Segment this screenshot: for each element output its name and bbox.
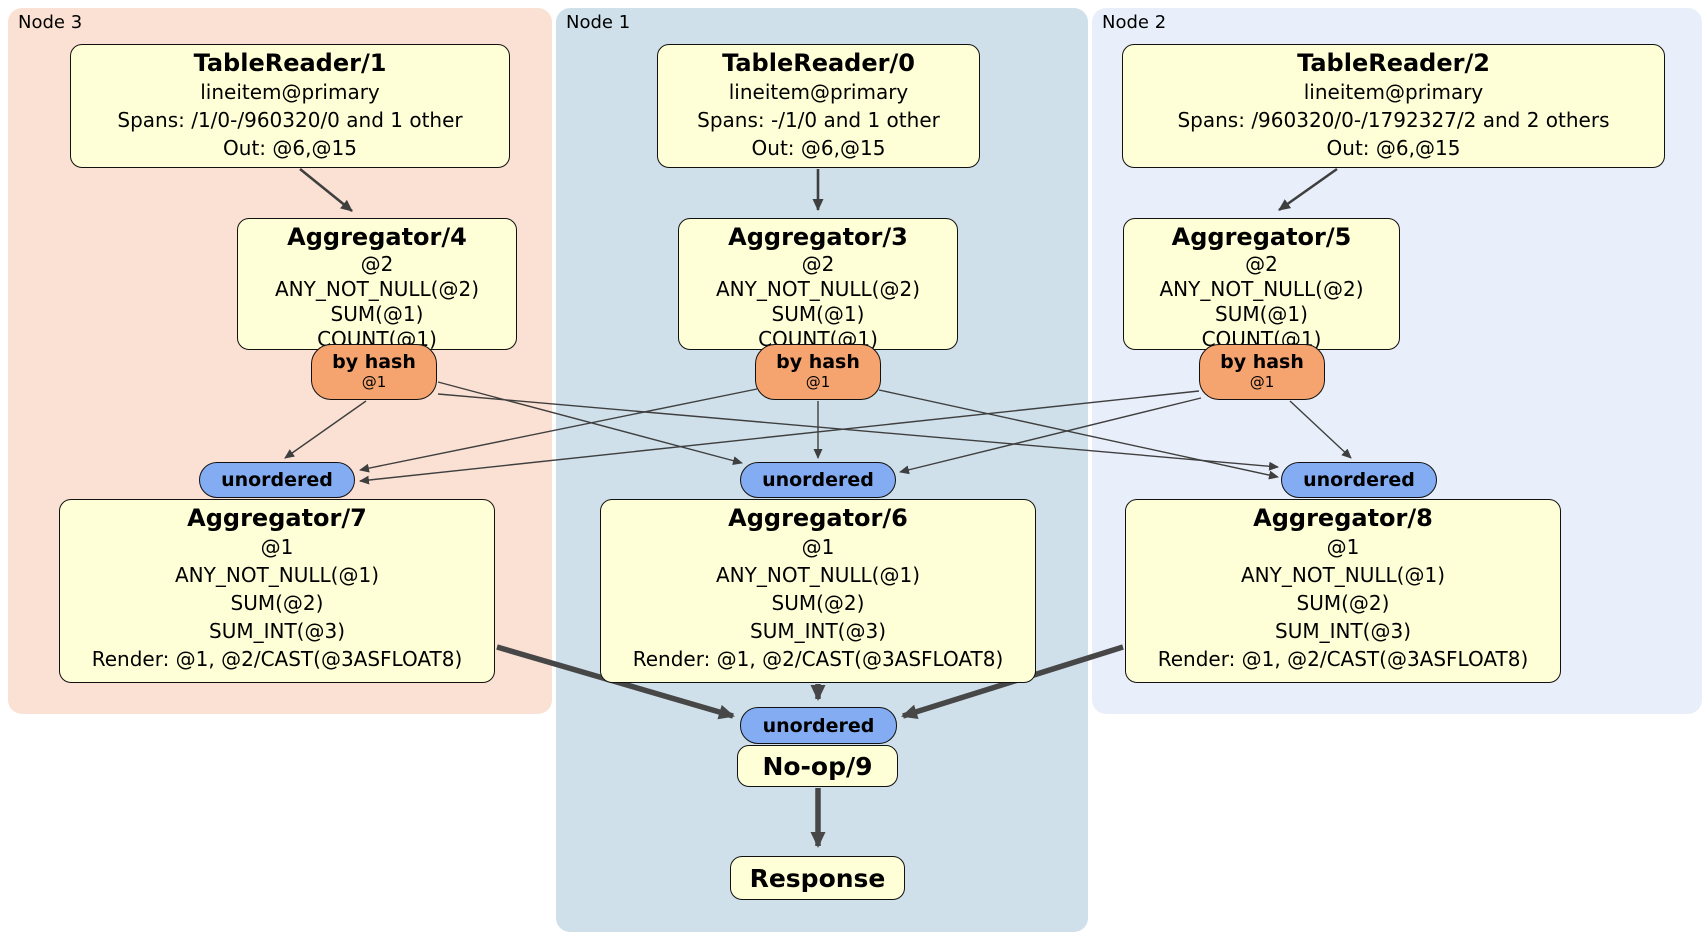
- processor-detail: ANY_NOT_NULL(@2): [1159, 277, 1364, 301]
- processor-title: Aggregator/7: [187, 504, 367, 532]
- router-by-hash-node2: by hash @1: [1199, 344, 1325, 400]
- router-label: by hash: [1220, 351, 1304, 374]
- processor-tablereader-2: TableReader/2 lineitem@primary Spans: /9…: [1122, 44, 1665, 168]
- processor-detail: Spans: /960320/0-/1792327/2 and 2 others: [1177, 108, 1610, 132]
- processor-detail: Spans: /1/0-/960320/0 and 1 other: [117, 108, 463, 132]
- router-stream: @1: [361, 373, 387, 392]
- processor-detail: Spans: -/1/0 and 1 other: [697, 108, 940, 132]
- processor-aggregator-4: Aggregator/4 @2 ANY_NOT_NULL(@2) SUM(@1)…: [237, 218, 517, 351]
- sync-unordered-node2: unordered: [1281, 462, 1437, 498]
- processor-detail: Render: @1, @2/CAST(@3ASFLOAT8): [632, 647, 1004, 671]
- processor-detail: SUM(@2): [1296, 591, 1390, 615]
- router-label: by hash: [776, 351, 860, 374]
- processor-detail: SUM_INT(@3): [1275, 619, 1411, 643]
- node3-label: Node 3: [18, 12, 83, 33]
- processor-tablereader-1: TableReader/1 lineitem@primary Spans: /1…: [70, 44, 510, 168]
- processor-noop-9: No-op/9: [737, 745, 898, 787]
- processor-detail: SUM_INT(@3): [750, 619, 886, 643]
- processor-aggregator-3: Aggregator/3 @2 ANY_NOT_NULL(@2) SUM(@1)…: [678, 218, 958, 351]
- processor-detail: SUM(@1): [330, 302, 424, 326]
- processor-detail: @1: [260, 535, 294, 559]
- processor-detail: @2: [1245, 252, 1278, 276]
- processor-detail: ANY_NOT_NULL(@2): [716, 277, 920, 301]
- processor-detail: SUM(@2): [771, 591, 865, 615]
- node2-label: Node 2: [1102, 12, 1167, 33]
- processor-detail: SUM(@2): [230, 591, 324, 615]
- processor-detail: Out: @6,@15: [751, 136, 886, 160]
- processor-detail: @1: [1326, 535, 1360, 559]
- processor-detail: Out: @6,@15: [223, 136, 357, 160]
- router-stream: @1: [1249, 373, 1275, 392]
- processor-title: Aggregator/4: [287, 223, 467, 251]
- router-by-hash-node3: by hash @1: [311, 344, 437, 400]
- sync-unordered-node1: unordered: [740, 462, 896, 498]
- processor-detail: lineitem@primary: [728, 80, 909, 104]
- sync-unordered-node3: unordered: [199, 462, 355, 498]
- processor-detail: @2: [801, 252, 835, 276]
- router-by-hash-node1: by hash @1: [755, 344, 881, 400]
- processor-aggregator-8: Aggregator/8 @1 ANY_NOT_NULL(@1) SUM(@2)…: [1125, 499, 1561, 683]
- processor-title: Aggregator/8: [1253, 504, 1433, 532]
- processor-detail: ANY_NOT_NULL(@1): [1241, 563, 1445, 587]
- processor-response: Response: [730, 856, 905, 900]
- processor-detail: ANY_NOT_NULL(@1): [175, 563, 379, 587]
- processor-tablereader-0: TableReader/0 lineitem@primary Spans: -/…: [657, 44, 980, 168]
- node1-label: Node 1: [566, 12, 631, 33]
- processor-detail: Render: @1, @2/CAST(@3ASFLOAT8): [91, 647, 463, 671]
- processor-detail: Out: @6,@15: [1326, 136, 1461, 160]
- router-label: by hash: [332, 351, 416, 374]
- processor-aggregator-5: Aggregator/5 @2 ANY_NOT_NULL(@2) SUM(@1)…: [1123, 218, 1400, 351]
- processor-detail: ANY_NOT_NULL(@1): [716, 563, 920, 587]
- processor-detail: lineitem@primary: [1303, 80, 1484, 104]
- processor-title: Aggregator/3: [728, 223, 908, 251]
- processor-title: Aggregator/6: [728, 504, 908, 532]
- processor-title: Aggregator/5: [1171, 223, 1352, 251]
- processor-detail: SUM(@1): [771, 302, 865, 326]
- processor-aggregator-7: Aggregator/7 @1 ANY_NOT_NULL(@1) SUM(@2)…: [59, 499, 495, 683]
- processor-detail: lineitem@primary: [200, 80, 380, 104]
- processor-title: Response: [749, 863, 886, 893]
- processor-aggregator-6: Aggregator/6 @1 ANY_NOT_NULL(@1) SUM(@2)…: [600, 499, 1036, 683]
- processor-title: TableReader/1: [193, 49, 387, 77]
- processor-detail: SUM_INT(@3): [209, 619, 345, 643]
- processor-detail: Render: @1, @2/CAST(@3ASFLOAT8): [1157, 647, 1529, 671]
- processor-detail: @1: [801, 535, 835, 559]
- processor-detail: @2: [360, 252, 394, 276]
- processor-detail: SUM(@1): [1215, 302, 1308, 326]
- processor-title: No-op/9: [762, 751, 873, 781]
- sync-unordered-final: unordered: [740, 707, 897, 744]
- processor-detail: ANY_NOT_NULL(@2): [275, 277, 479, 301]
- processor-title: TableReader/0: [722, 49, 915, 77]
- router-stream: @1: [805, 373, 831, 392]
- processor-title: TableReader/2: [1297, 49, 1490, 77]
